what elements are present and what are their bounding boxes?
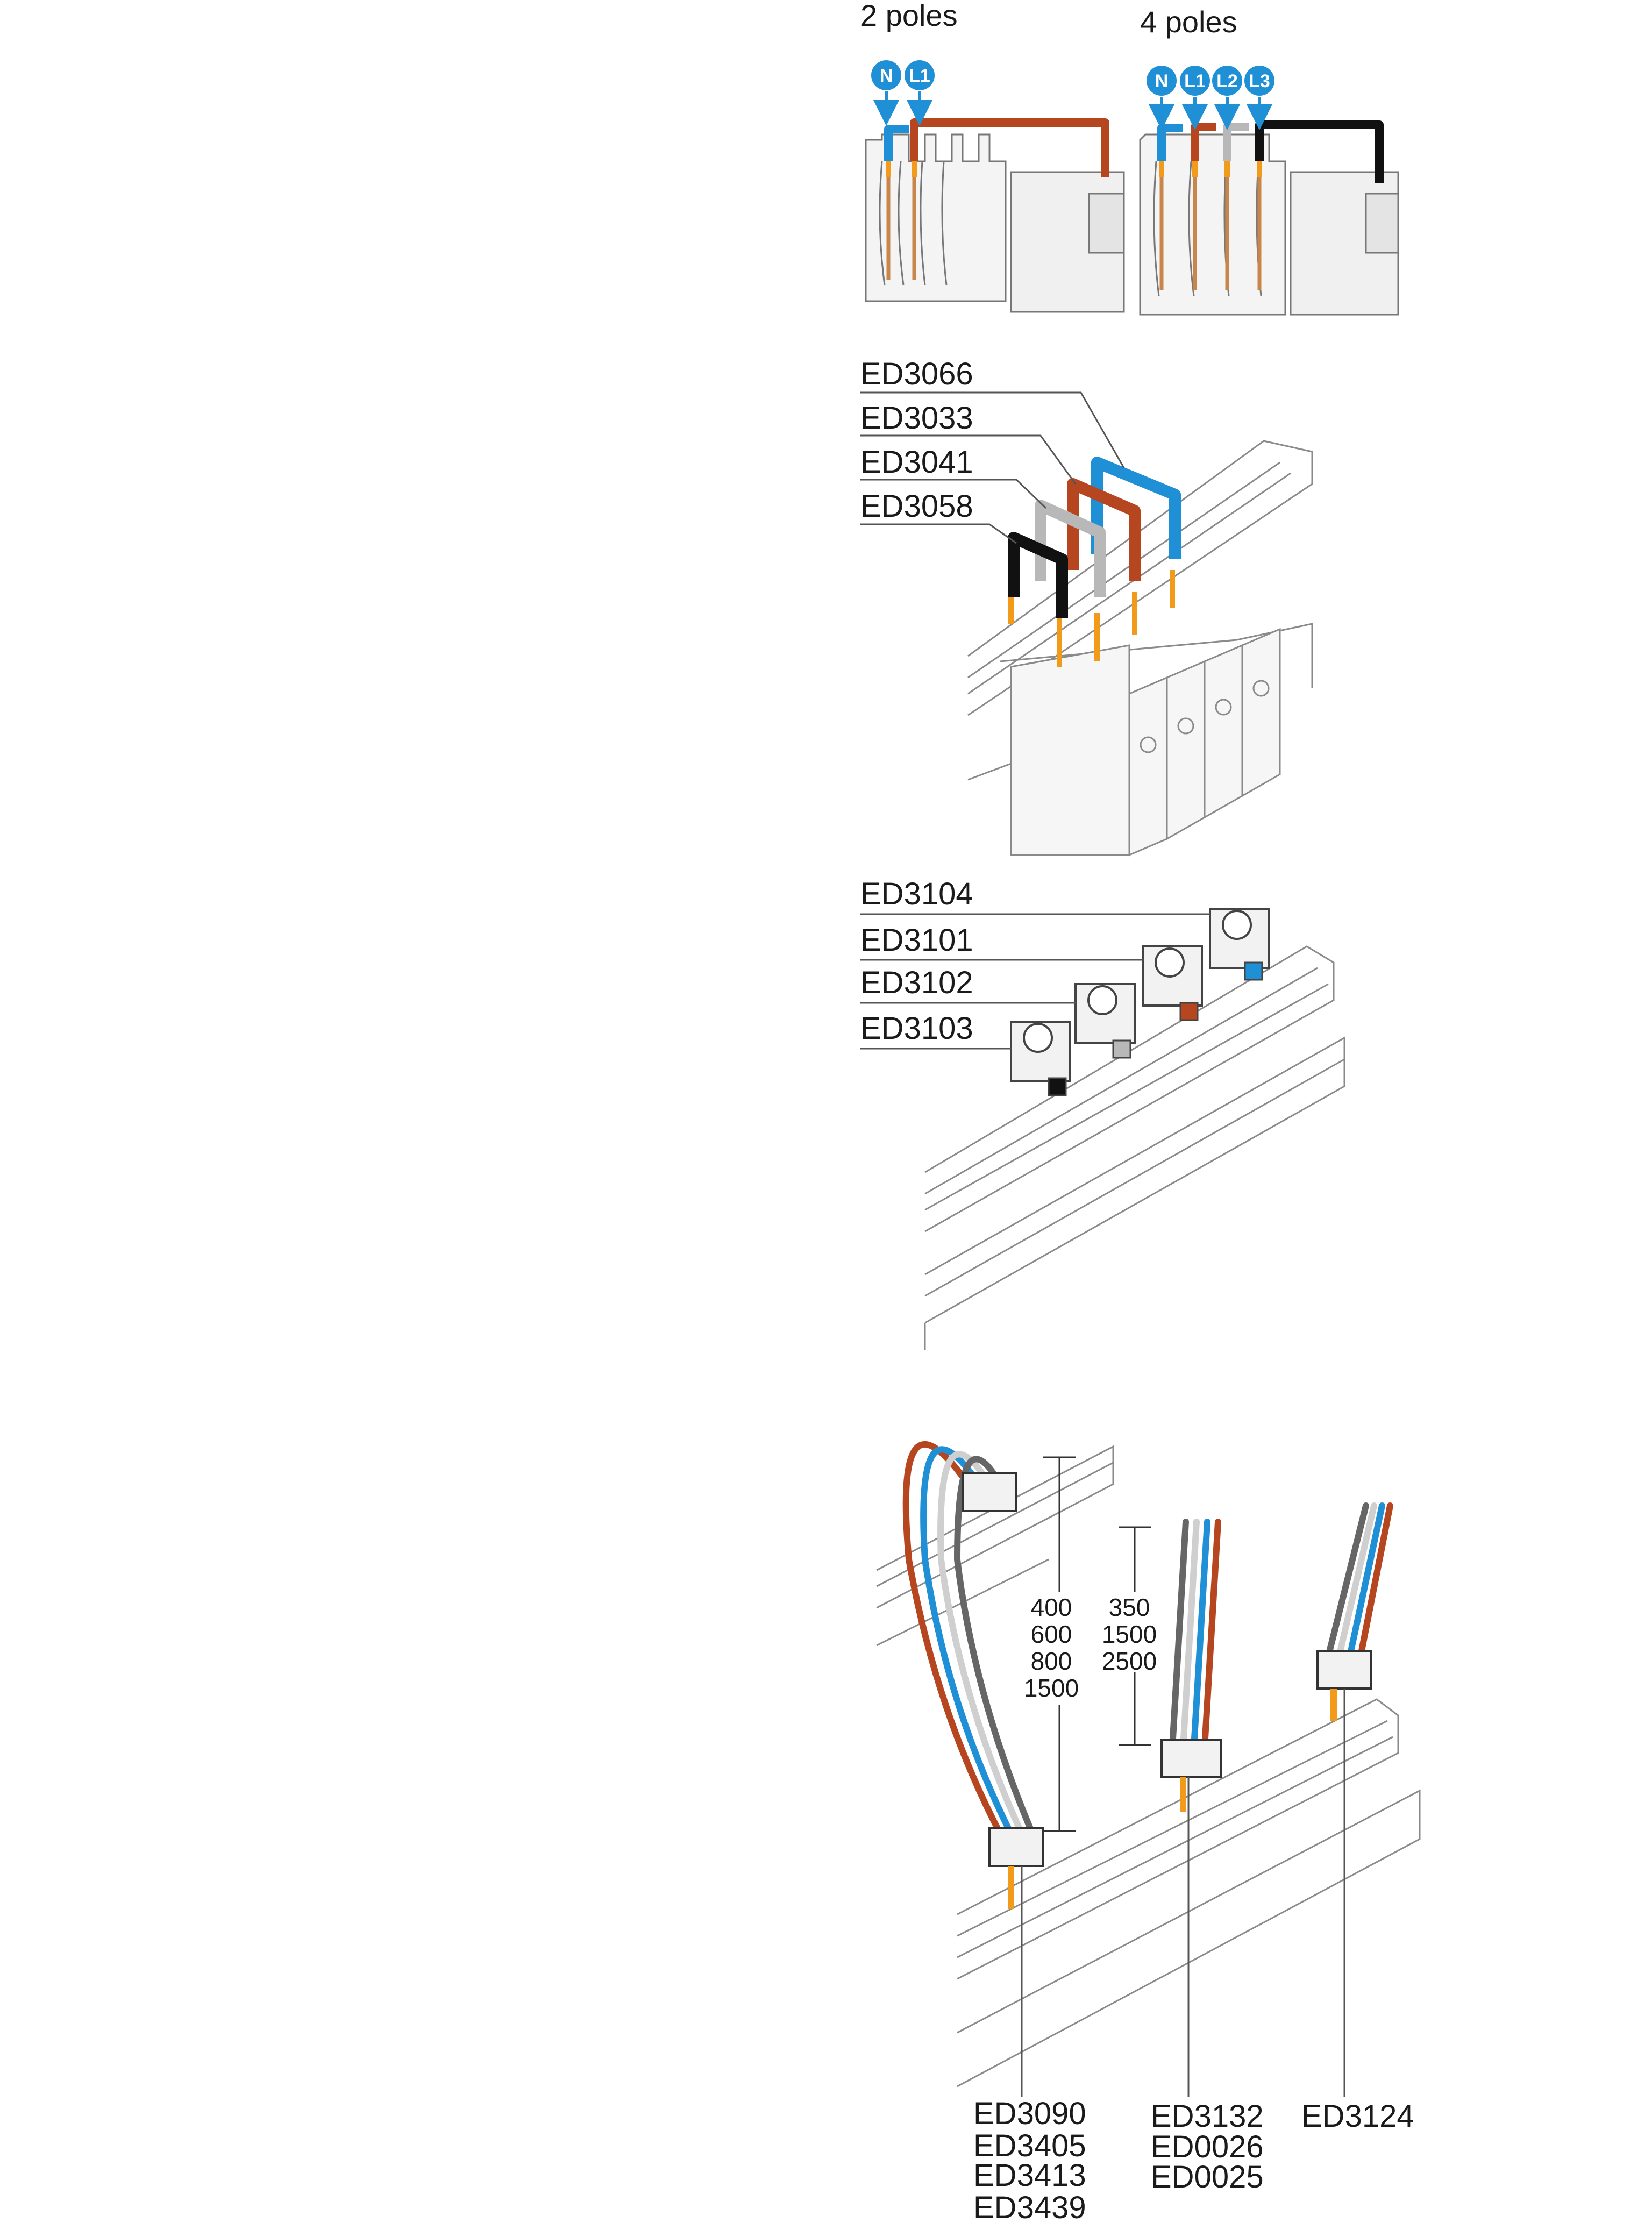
badge-n: N [1155,71,1169,91]
leader-lines [860,391,1125,544]
cable-bundle-left [902,1441,1036,1837]
dim-left-4: 1500 [1024,1674,1079,1702]
panel-cables: 400 600 800 1500 350 1500 2500 ED3090 ED… [876,1441,1421,2225]
terminal-label-2: ED3101 [860,923,973,958]
cable-label-left-4: ED3439 [973,2190,1086,2225]
cable-bundle-right [1325,1502,1393,1659]
leader-lines [860,913,1210,1050]
terminal-block-brown [1142,945,1203,1021]
cable-bundle-middle [1169,1519,1221,1751]
bridge-blue [1091,457,1181,559]
bridge-label-4: ED3058 [860,489,973,524]
panel-two-poles: 2 poles N L1 [860,0,1125,313]
dim-left-3: 800 [1031,1647,1072,1675]
cable-label-left-2: ED3405 [973,2128,1086,2163]
connector-middle [1160,1739,1222,1812]
cable-label-mid-1: ED3132 [1151,2099,1264,2134]
badge-n: N [880,66,893,86]
cable-label-right-1: ED3124 [1301,2099,1414,2134]
spring-contacts [865,133,1007,302]
terminal-label-3: ED3102 [860,965,973,1000]
four-poles-title: 4 poles [1140,5,1237,39]
badge-l3: L3 [1249,71,1270,91]
dim-left-2: 600 [1031,1620,1072,1648]
bridge-label-1: ED3066 [860,357,973,391]
connector-top-left [962,1472,1017,1512]
breaker-terminal [1088,193,1125,254]
cable-label-mid-2: ED0026 [1151,2129,1264,2164]
dim-mid-3: 2500 [1102,1647,1157,1675]
dimension-lines [1043,1456,1151,1832]
badge-l1: L1 [909,66,930,86]
breaker-modules [1010,628,1281,857]
terminal-label-4: ED3103 [860,1011,973,1046]
two-poles-title: 2 poles [860,0,958,32]
bridge-brown [1067,478,1141,581]
terminal-block-black [1010,1021,1071,1096]
leader-lines [1021,1689,1345,2097]
breaker-terminal [1365,193,1399,254]
phase-l1-wire [910,118,1109,177]
cable-label-left-3: ED3413 [973,2158,1086,2193]
connector-bottom-left [988,1827,1044,1909]
bridge-black [1008,532,1068,618]
dim-mid-2: 1500 [1102,1620,1157,1648]
terminal-block-grey [1074,983,1136,1059]
copper-pins [1159,156,1262,290]
panel-four-poles: 4 poles N L1 L2 [1139,5,1399,316]
terminal-block-blue [1209,908,1270,981]
cable-label-left-1: ED3090 [973,2096,1086,2131]
phase-l3-wire [1255,120,1384,183]
badge-l2: L2 [1216,71,1238,91]
connector-right [1316,1650,1372,1721]
four-poles-badges: N L1 L2 L3 [1147,66,1274,130]
neutral-wire [884,125,909,161]
spring-contacts [1139,133,1286,316]
cable-label-mid-3: ED0025 [1151,2160,1264,2195]
panel-bridges: ED3066 ED3033 ED3041 ED3058 [860,357,1313,857]
bridge-label-3: ED3041 [860,445,973,480]
bridge-grey [1035,500,1106,597]
dim-left-1: 400 [1031,1593,1072,1621]
two-poles-badges: N L1 [871,60,935,126]
terminal-label-1: ED3104 [860,877,973,911]
panel-terminals: ED3104 ED3101 ED3102 ED3103 [860,877,1345,1350]
badge-l1: L1 [1184,71,1206,91]
dim-mid-1: 350 [1109,1593,1150,1621]
bridge-label-2: ED3033 [860,401,973,436]
din-rail [924,945,1345,1350]
